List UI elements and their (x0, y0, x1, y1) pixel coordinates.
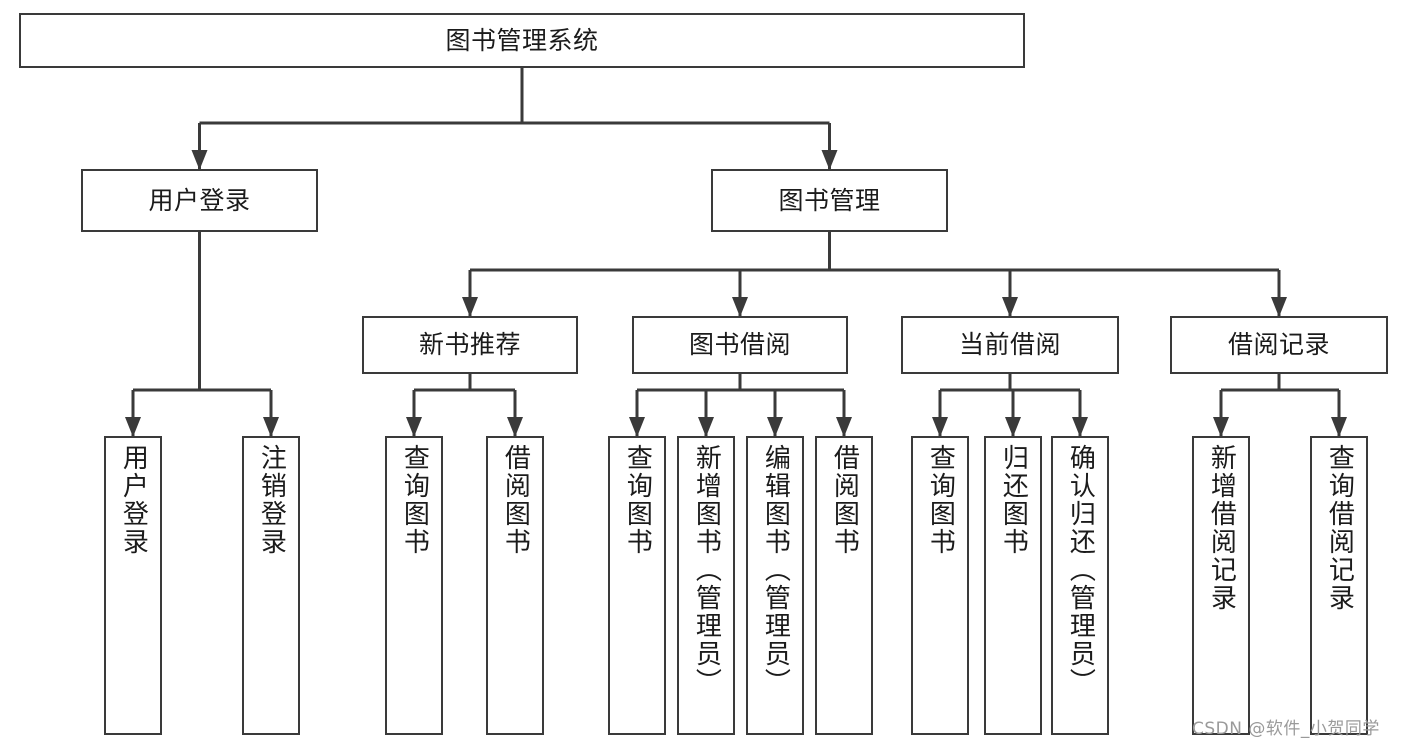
node-leaf-borrow-book-2[interactable]: 借阅图书 (815, 436, 873, 735)
csdn-watermark: CSDN @软件_小贺同学 (1192, 719, 1380, 739)
node-label: 查询借阅记录 (1324, 444, 1355, 612)
node-newbooks[interactable]: 新书推荐 (362, 316, 578, 374)
arrowhead-icon (406, 417, 422, 437)
arrowhead-icon (1213, 417, 1229, 437)
arrowhead-icon (1002, 297, 1018, 317)
arrowhead-icon (767, 417, 783, 437)
node-label: 用户登录 (148, 185, 251, 215)
arrowhead-icon (1271, 297, 1287, 317)
node-label: 编辑图书（管理员） (760, 444, 791, 696)
node-current[interactable]: 当前借阅 (901, 316, 1119, 374)
node-leaf-add-record[interactable]: 新增借阅记录 (1192, 436, 1250, 735)
node-leaf-query-book-1[interactable]: 查询图书 (385, 436, 443, 735)
node-label: 图书管理 (778, 185, 881, 215)
node-leaf-confirm-return[interactable]: 确认归还（管理员） (1051, 436, 1109, 735)
node-label: 查询图书 (399, 444, 430, 556)
arrowhead-icon (191, 150, 208, 170)
arrowhead-icon (263, 417, 279, 437)
node-label: 归还图书 (998, 444, 1029, 556)
node-records[interactable]: 借阅记录 (1170, 316, 1388, 374)
node-label: 新增借阅记录 (1206, 444, 1237, 612)
arrowhead-icon (732, 297, 748, 317)
node-leaf-add-book[interactable]: 新增图书（管理员） (677, 436, 735, 735)
node-root[interactable]: 图书管理系统 (19, 13, 1025, 68)
arrowhead-icon (821, 150, 838, 170)
node-leaf-borrow-book-1[interactable]: 借阅图书 (486, 436, 544, 735)
node-leaf-query-record[interactable]: 查询借阅记录 (1310, 436, 1368, 735)
node-label: 新书推荐 (418, 330, 521, 360)
node-label: 借阅记录 (1227, 330, 1330, 360)
node-leaf-user-login[interactable]: 用户登录 (104, 436, 162, 735)
node-label: 借阅图书 (829, 444, 860, 556)
node-label: 图书借阅 (688, 330, 791, 360)
node-leaf-return-book[interactable]: 归还图书 (984, 436, 1042, 735)
node-borrow[interactable]: 图书借阅 (632, 316, 848, 374)
arrowhead-icon (1072, 417, 1088, 437)
arrowhead-icon (698, 417, 714, 437)
node-login[interactable]: 用户登录 (81, 169, 318, 232)
arrowhead-icon (462, 297, 478, 317)
node-leaf-query-book-3[interactable]: 查询图书 (911, 436, 969, 735)
node-leaf-user-logout[interactable]: 注销登录 (242, 436, 300, 735)
arrowhead-icon (932, 417, 948, 437)
node-label: 借阅图书 (500, 444, 531, 556)
node-label: 查询图书 (925, 444, 956, 556)
arrowhead-icon (507, 417, 523, 437)
node-leaf-edit-book[interactable]: 编辑图书（管理员） (746, 436, 804, 735)
node-leaf-query-book-2[interactable]: 查询图书 (608, 436, 666, 735)
node-label: 注销登录 (256, 444, 287, 556)
node-label: 图书管理系统 (445, 25, 599, 55)
node-label: 用户登录 (118, 444, 149, 556)
arrowhead-icon (125, 417, 141, 437)
arrowhead-icon (836, 417, 852, 437)
node-bookmgmt[interactable]: 图书管理 (711, 169, 948, 232)
node-label: 新增图书（管理员） (691, 444, 722, 696)
arrowhead-icon (629, 417, 645, 437)
arrowhead-icon (1331, 417, 1347, 437)
node-label: 当前借阅 (958, 330, 1061, 360)
node-label: 确认归还（管理员） (1065, 444, 1096, 696)
node-label: 查询图书 (622, 444, 653, 556)
arrowhead-icon (1005, 417, 1021, 437)
